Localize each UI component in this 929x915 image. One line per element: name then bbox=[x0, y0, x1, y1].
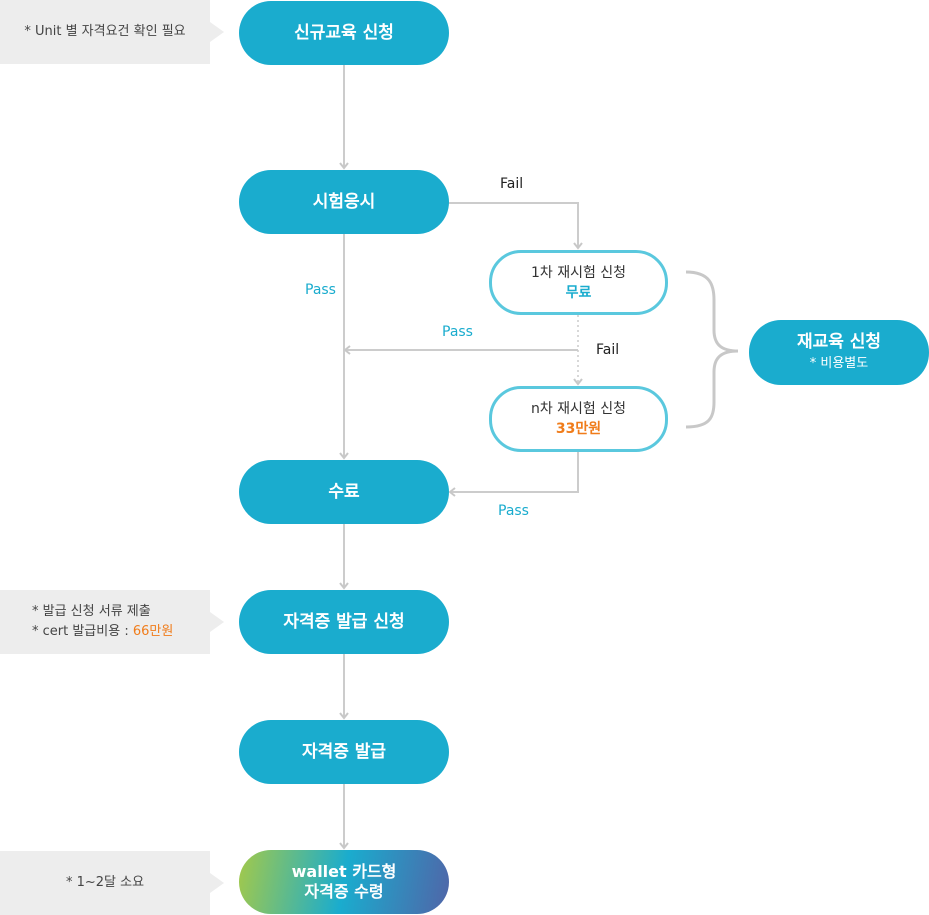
node-apply-training: 신규교육 신청 bbox=[239, 1, 449, 65]
node-complete-label: 수료 bbox=[328, 482, 360, 502]
node-exam: 시험응시 bbox=[239, 170, 449, 234]
node-retest-1-fee: 무료 bbox=[565, 284, 592, 301]
note-unit-check-text: * Unit 별 자격요건 확인 필요 bbox=[24, 24, 186, 39]
label-fail-exam: Fail bbox=[500, 176, 524, 192]
node-retraining: 재교육 신청 * 비용별도 bbox=[749, 320, 929, 385]
node-receive-line1: wallet 카드형 bbox=[291, 862, 397, 881]
note-cert-fee-value: 66만원 bbox=[132, 624, 174, 639]
node-issue-cert-label: 자격증 발급 bbox=[301, 742, 387, 762]
label-pass-retest-n: Pass bbox=[498, 503, 529, 519]
note-pointer bbox=[210, 873, 224, 893]
node-receive-cert: wallet 카드형 자격증 수령 bbox=[239, 850, 449, 914]
label-pass-exam: Pass bbox=[305, 282, 336, 298]
note-pointer bbox=[210, 612, 224, 632]
node-exam-label: 시험응시 bbox=[312, 192, 376, 212]
node-retraining-note: * 비용별도 bbox=[809, 355, 869, 371]
note-pointer bbox=[210, 22, 224, 42]
note-cert-fee-prefix: * cert 발급비용 : bbox=[32, 624, 133, 639]
node-apply-cert: 자격증 발급 신청 bbox=[239, 590, 449, 654]
node-retest-1: 1차 재시험 신청 무료 bbox=[489, 250, 668, 315]
node-apply-training-label: 신규교육 신청 bbox=[294, 23, 394, 43]
node-complete: 수료 bbox=[239, 460, 449, 524]
note-duration-text: * 1~2달 소요 bbox=[65, 875, 145, 890]
note-docs-text: * 발급 신청 서류 제출 bbox=[32, 604, 151, 619]
connector-exam-retest1 bbox=[448, 202, 583, 250]
node-retest-n-fee: 33만원 bbox=[555, 421, 602, 437]
node-retraining-title: 재교육 신청 bbox=[796, 331, 882, 352]
node-retest-1-title: 1차 재시험 신청 bbox=[530, 264, 627, 281]
node-issue-cert: 자격증 발급 bbox=[239, 720, 449, 784]
note-cert-fee: * cert 발급비용 : 66만원 bbox=[32, 622, 173, 642]
curly-brace bbox=[685, 270, 739, 429]
label-fail-retest-1: Fail bbox=[596, 342, 620, 358]
node-retest-n-title: n차 재시험 신청 bbox=[530, 401, 627, 417]
note-documents: * 발급 신청 서류 제출 * cert 발급비용 : 66만원 bbox=[0, 590, 224, 654]
node-apply-cert-label: 자격증 발급 신청 bbox=[283, 612, 405, 632]
node-receive-line2: 자격증 수령 bbox=[304, 882, 384, 901]
note-duration: * 1~2달 소요 bbox=[0, 851, 224, 915]
node-retest-n: n차 재시험 신청 33만원 bbox=[489, 386, 668, 452]
note-unit-check: * Unit 별 자격요건 확인 필요 bbox=[0, 0, 224, 64]
connector-retestn-complete bbox=[448, 452, 579, 497]
label-pass-retest-1: Pass bbox=[442, 324, 473, 340]
